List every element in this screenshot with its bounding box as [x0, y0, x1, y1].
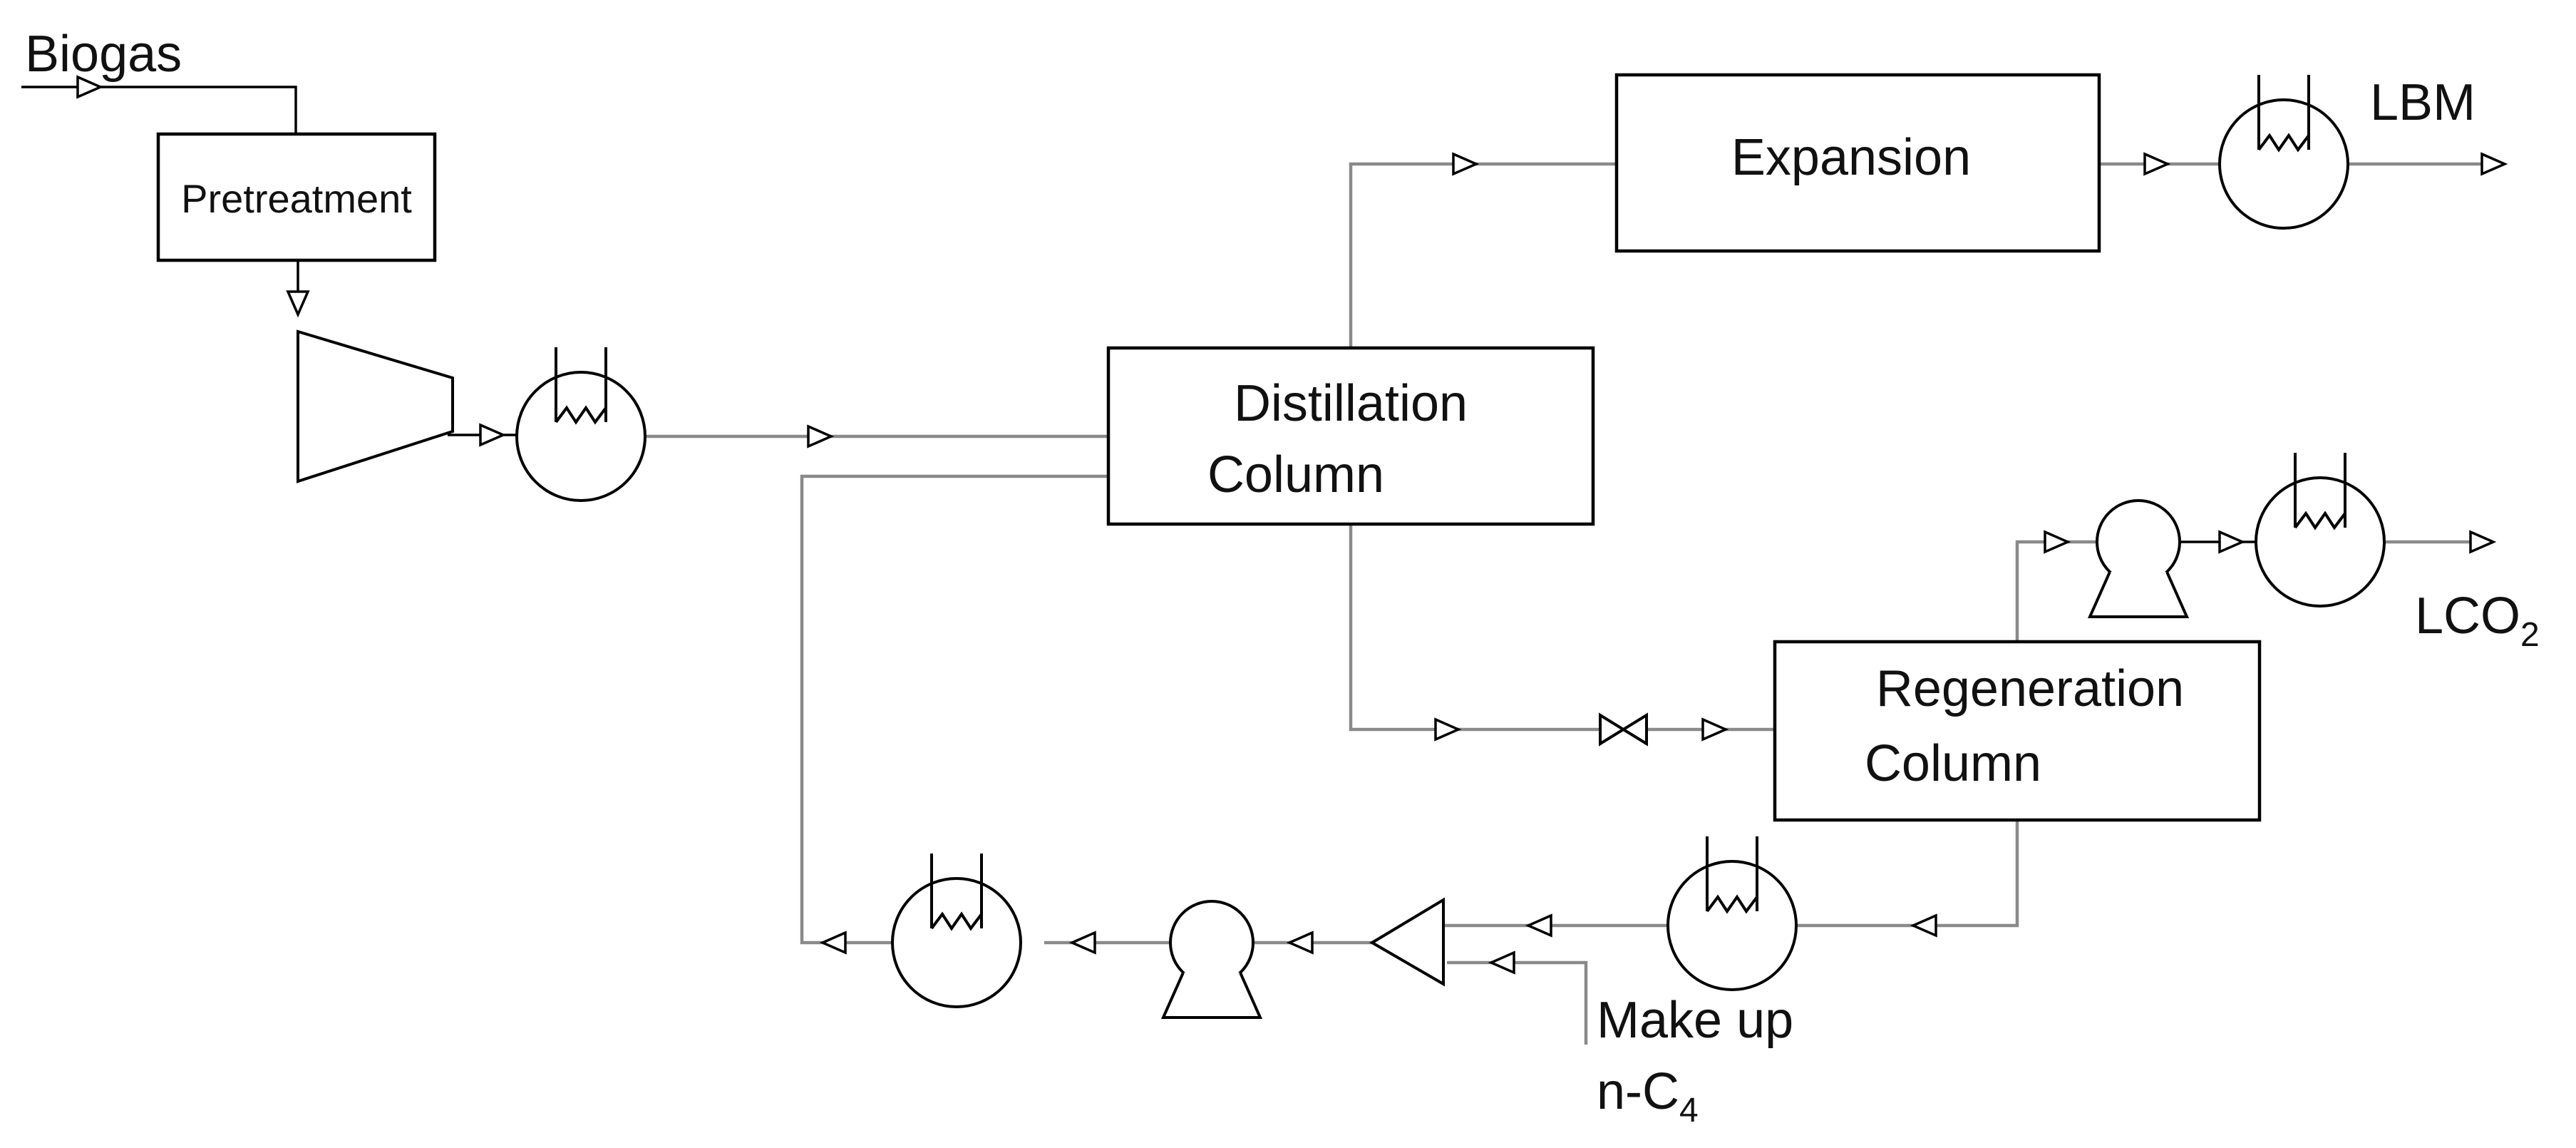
expansion-valve: [1599, 712, 1648, 747]
lco2-label: LCO2: [2415, 588, 2540, 654]
stream-recycle-to-distillation: [800, 474, 1108, 945]
pump-co2: [2088, 499, 2188, 618]
arrow-regeneration-bottom: [1912, 914, 1937, 937]
makeup-nc-subscript: 4: [1679, 1092, 1699, 1129]
heat-exchanger-solvent: [1666, 835, 1798, 991]
arrow-pump-out: [1071, 931, 1096, 954]
regeneration-label-line1: Regeneration: [1876, 660, 2184, 717]
arrow-compressor-out: [479, 424, 505, 446]
arrow-to-co2-pump: [2044, 531, 2069, 553]
distillation-column: Distillation Column: [1106, 346, 1595, 526]
arrow-hx2-out: [1527, 914, 1552, 937]
arrow-co2-pump-out: [2218, 531, 2244, 553]
svg-text:LCO2: LCO2: [2415, 588, 2540, 654]
stream-biogas-feed: [21, 86, 297, 134]
distillation-label-line1: Distillation: [1234, 375, 1468, 432]
mixer: [1369, 897, 1445, 987]
expansion-unit: Expansion: [1614, 73, 2101, 253]
makeup-label-line2: n-C4: [1597, 1063, 1699, 1129]
arrow-to-expansion: [1452, 153, 1478, 175]
arrow-to-valve: [1434, 718, 1460, 741]
stream-distillation-bottom: [1349, 524, 1775, 732]
stream-makeup-in: [1447, 960, 1588, 1045]
lbm-label: LBM: [2370, 74, 2475, 131]
arrow-lbm: [2480, 153, 2506, 175]
arrow-makeup: [1490, 951, 1515, 974]
stream-regeneration-bottom: [1796, 820, 2019, 928]
makeup-label-line1: Make up: [1597, 992, 1793, 1049]
heat-exchanger-lco2: [2255, 451, 2386, 608]
stream-regeneration-top: [2015, 540, 2099, 642]
biogas-label: Biogas: [25, 26, 182, 83]
pretreatment-label: Pretreatment: [181, 176, 412, 221]
svg-text:n-C4: n-C4: [1597, 1063, 1699, 1129]
pretreatment-unit: Pretreatment: [156, 132, 437, 262]
makeup-nc-text: n-C: [1597, 1063, 1679, 1120]
arrow-to-regeneration: [1701, 718, 1727, 741]
compressor: [297, 329, 454, 483]
regeneration-column: Regeneration Column: [1773, 640, 2262, 822]
arrow-recycle: [821, 931, 847, 954]
lco2-subscript: 2: [2520, 616, 2540, 654]
heat-exchanger-lbm: [2218, 73, 2349, 230]
distillation-label-line2: Column: [1207, 446, 1384, 503]
stream-distillation-top: [1349, 162, 1617, 348]
pump-solvent: [1162, 900, 1262, 1019]
arrow-mixer-out: [1288, 931, 1314, 954]
arrow-to-distillation: [807, 425, 833, 448]
heat-exchanger-feed: [515, 346, 646, 502]
arrow-expansion-out: [2143, 153, 2169, 175]
arrow-lco2: [2469, 531, 2495, 553]
regeneration-label-line2: Column: [1865, 735, 2041, 792]
arrow-pretreatment-out: [287, 290, 309, 316]
expansion-label: Expansion: [1731, 129, 1971, 186]
heat-exchanger-recycle: [891, 852, 1022, 1008]
lco2-main-text: LCO: [2415, 588, 2520, 645]
